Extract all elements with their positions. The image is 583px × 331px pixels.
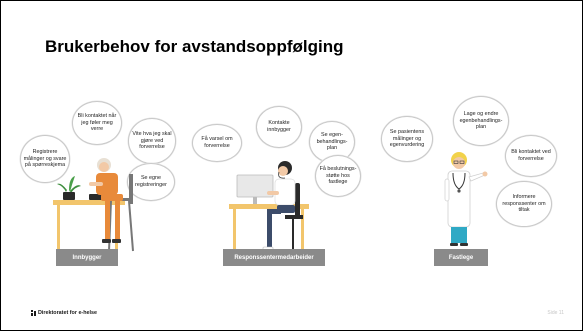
- speech-bubble: Få beslutnings-støtte hos fastlege: [315, 155, 361, 197]
- speech-bubble: Vite hva jeg skal gjøre ved forverrelse: [128, 118, 176, 164]
- speech-bubble: Lage og endre egenbehandlings-plan: [453, 96, 509, 146]
- speech-bubble: Informere responssenter om tiltak: [496, 181, 552, 227]
- plant-icon: [57, 176, 81, 200]
- footer-org: Direktoratet for e-helse: [31, 310, 97, 316]
- responssenter-illustration: [229, 161, 309, 255]
- page-number: Side 11: [547, 310, 564, 316]
- innbygger-illustration: [53, 158, 134, 252]
- logo-icon: [31, 310, 36, 316]
- footer-org-name: Direktoratet for e-helse: [38, 310, 98, 316]
- speech-bubble: Se pasientens målinger og egenvurdering: [381, 116, 433, 162]
- label-fastlege: Fastlege: [434, 249, 488, 266]
- speech-bubble: Bli kontaktet når jeg føler meg verre: [72, 101, 122, 145]
- speech-bubble: Registrere målinger og svare på spørresk…: [20, 135, 70, 183]
- fastlege-illustration: [444, 152, 488, 246]
- slide-title: Brukerbehov for avstandsoppfølging: [45, 37, 344, 56]
- speech-bubble: Se egne registreringer: [127, 163, 175, 201]
- speech-bubble: Bli kontaktet ved forverrelse: [505, 135, 557, 177]
- speech-bubble: Kontakte innbygger: [256, 106, 302, 148]
- speech-bubble: Få varsel om forverrelse: [192, 124, 242, 162]
- label-innbygger: Innbygger: [56, 249, 118, 266]
- label-responssentermedarbeider: Responssentermedarbeider: [223, 249, 325, 266]
